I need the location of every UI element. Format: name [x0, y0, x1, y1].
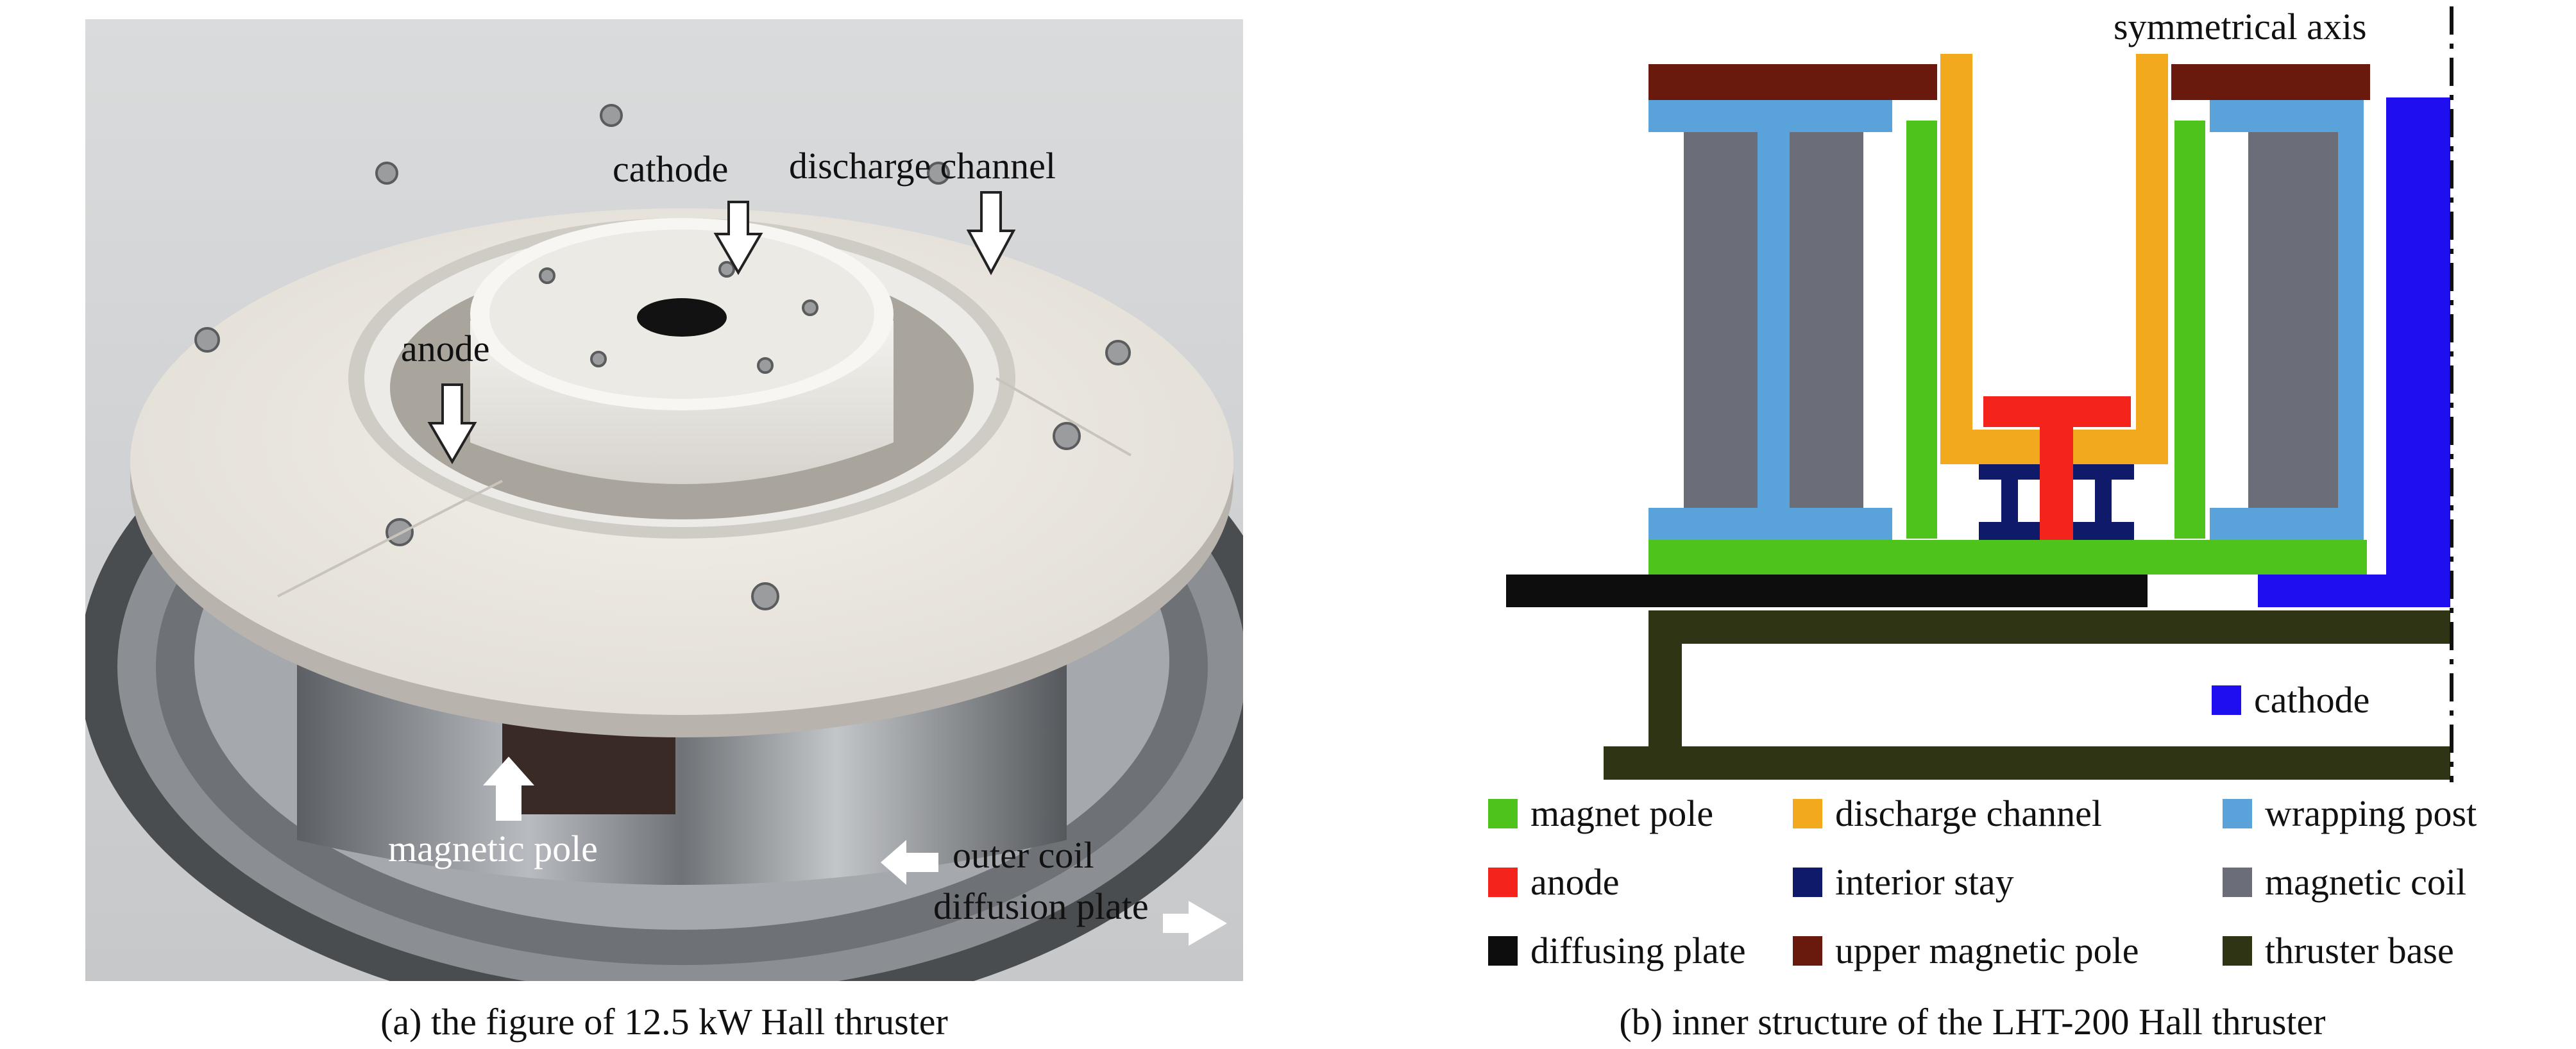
- thruster-base-bottom: [1604, 746, 2450, 780]
- cathode-label-text: cathode: [2254, 679, 2370, 721]
- legend-label: anode: [1530, 861, 1620, 903]
- legend-item: diffusing plate: [1488, 929, 1746, 972]
- legend-item: thruster base: [2223, 929, 2454, 972]
- legend-swatch: [1488, 867, 1518, 897]
- interior-stay-bottom-left: [1979, 522, 2040, 540]
- photo-label-discharge-channel: discharge channel: [789, 145, 1056, 187]
- legend-item: wrapping post: [2223, 792, 2477, 835]
- magnetic-coil-left-b: [1790, 132, 1863, 508]
- magnetic-coil-right: [2248, 132, 2338, 508]
- diagram-legend: magnet pole discharge channel wrapping p…: [1488, 792, 2514, 991]
- anode-stem: [2040, 427, 2073, 540]
- legend-item: anode: [1488, 860, 1620, 903]
- thruster-photo: [85, 19, 1243, 981]
- structure-diagram: [1475, 0, 2576, 782]
- legend-label: upper magnetic pole: [1835, 930, 2139, 971]
- interior-stay-top-right: [2073, 464, 2134, 480]
- legend-item: magnet pole: [1488, 792, 1713, 835]
- discharge-channel-left: [1940, 54, 1972, 464]
- photo-label-anode: anode: [401, 328, 490, 369]
- legend-label: wrapping post: [2265, 793, 2477, 834]
- legend-swatch: [1488, 936, 1518, 966]
- photo-label-outer-coil: outer coil: [953, 834, 1094, 876]
- magnet-pole-inner-left: [1906, 121, 1937, 539]
- symmetrical-axis-label: symmetrical axis: [2114, 6, 2367, 47]
- legend-label: discharge channel: [1835, 793, 2103, 834]
- cathode-label: cathode: [2212, 678, 2369, 721]
- legend-label: interior stay: [1835, 861, 2014, 903]
- diagram-caption: (b) inner structure of the LHT-200 Hall …: [1619, 1001, 2326, 1043]
- legend-swatch: [2223, 867, 2252, 897]
- magnet-pole-inner-right: [2174, 121, 2205, 539]
- photo-label-cathode: cathode: [613, 148, 729, 190]
- legend-item: magnetic coil: [2223, 860, 2466, 903]
- wrapping-post-core-left: [1758, 132, 1790, 508]
- upper-magnetic-pole-left: [1648, 64, 1937, 100]
- legend-swatch: [2223, 798, 2252, 828]
- magnet-pole-base: [1648, 540, 2367, 575]
- legend-swatch: [1793, 867, 1822, 897]
- photo-label-magnetic-pole: magnetic pole: [388, 828, 598, 869]
- cathode-vertical: [2386, 97, 2450, 607]
- wrapping-post-side-right: [2338, 132, 2364, 508]
- legend-item: interior stay: [1793, 860, 2014, 903]
- wrapping-post-bottom-right: [2210, 508, 2364, 540]
- anode-top: [1983, 396, 2131, 427]
- upper-magnetic-pole-right: [2171, 64, 2370, 100]
- legend-label: diffusing plate: [1530, 930, 1746, 971]
- wrapping-post-bottom-left: [1648, 508, 1892, 540]
- legend-swatch: [1793, 936, 1822, 966]
- legend-swatch: [1793, 798, 1822, 828]
- thruster-base-top: [1648, 610, 2450, 644]
- interior-stay-bottom-right: [2073, 522, 2134, 540]
- interior-stay-core-left: [2001, 480, 2018, 522]
- cathode-horizontal: [2258, 575, 2450, 607]
- legend-swatch: [1488, 798, 1518, 828]
- thruster-base-post: [1648, 644, 1682, 746]
- photo-caption: (a) the figure of 12.5 kW Hall thruster: [380, 1001, 948, 1043]
- legend-label: magnet pole: [1530, 793, 1714, 834]
- legend-item: discharge channel: [1793, 792, 2102, 835]
- interior-stay-core-right: [2095, 480, 2112, 522]
- diffusing-plate: [1506, 575, 2148, 607]
- discharge-channel-right: [2136, 54, 2168, 464]
- legend-item: upper magnetic pole: [1793, 929, 2139, 972]
- wrapping-post-top-right: [2210, 100, 2364, 132]
- photo-label-diffusion-plate: diffusion plate: [933, 885, 1149, 927]
- wrapping-post-top-left: [1648, 100, 1892, 132]
- magnetic-coil-left-a: [1684, 132, 1758, 508]
- legend-label: magnetic coil: [2265, 861, 2467, 903]
- interior-stay-top-left: [1979, 464, 2040, 480]
- legend-label: thruster base: [2265, 930, 2454, 971]
- cathode-swatch: [2212, 685, 2241, 715]
- legend-swatch: [2223, 936, 2252, 966]
